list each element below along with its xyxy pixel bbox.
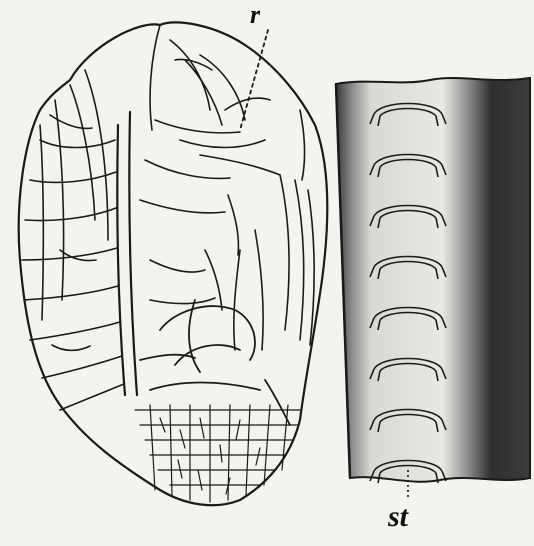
label-st: st (388, 500, 408, 534)
wing-cells-loops (140, 300, 290, 425)
wing-veins-right (150, 110, 314, 350)
wing-rib (117, 125, 125, 395)
wing-fossil (19, 22, 328, 505)
wing-rib (129, 112, 137, 395)
segmented-strip (336, 78, 530, 500)
wing-veins-upper (140, 25, 280, 213)
wing-mesh (135, 405, 300, 502)
label-r: r (250, 0, 260, 30)
wing-outline (19, 22, 328, 505)
strip-body (336, 78, 530, 482)
